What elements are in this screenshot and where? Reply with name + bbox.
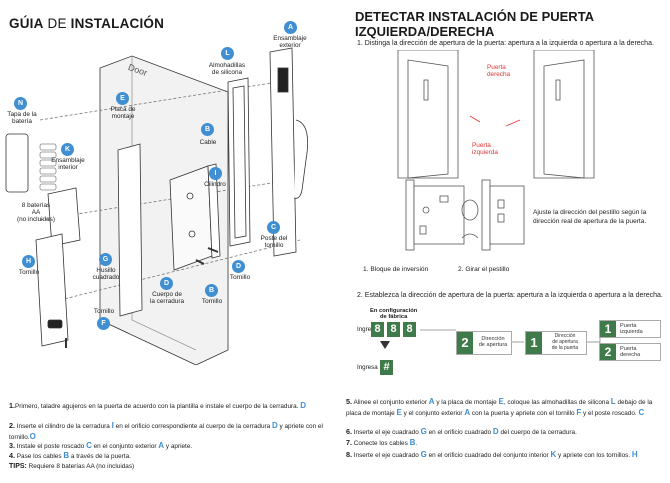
step-1: 1.Primero, taladre agujeros en la puerta… [9, 401, 307, 410]
option-right-door: 2 Puerta derecha [599, 343, 661, 361]
exterior-handle [293, 119, 309, 199]
callout-f-label: Tornillo [93, 308, 115, 315]
callout-d: D [160, 277, 173, 290]
callout-f: F [97, 317, 110, 330]
adjust-note: Ajuste la dirección del pestillo según l… [533, 209, 647, 225]
callout-d2: D [232, 260, 245, 273]
hash-key: # [380, 360, 393, 375]
callout-k: K [61, 143, 74, 156]
exterior-assembly [269, 47, 297, 257]
callout-b: B [201, 123, 214, 136]
callout-h-label: Tornillo [18, 269, 40, 276]
option-right-num: 2 [600, 344, 616, 360]
arrow-down-icon [380, 341, 390, 349]
callout-n-label: Tapa de la batería [7, 111, 37, 125]
batteries [39, 143, 57, 191]
door-right-view [533, 50, 595, 179]
exploded-diagram [5, 47, 309, 365]
callout-b2: B [205, 284, 218, 297]
door-direction-diagrams [397, 50, 595, 251]
batteries-label: 8 baterías AA (no incluidas) [16, 202, 55, 223]
factory-label: En configuración de fábrica [370, 308, 418, 321]
battery-cover [5, 133, 29, 193]
step-3: 3. Instale el poste roscado C en el conj… [9, 441, 193, 450]
step-7: 7. Conecte los cables B. [346, 438, 418, 447]
callout-c: C [267, 221, 280, 234]
callout-b-label: Cable [199, 139, 217, 146]
exterior-keypad [277, 67, 289, 93]
step-6: 6. Inserte el eje cuadrado G en el orifi… [346, 427, 577, 436]
right-door-label: Puerta derecha [487, 64, 511, 78]
option-door-direction-text: Dirección de apertura de la puerta [551, 333, 579, 352]
digit-3: 8 [403, 322, 416, 337]
callout-l-label: Almohadillas de silicona [208, 62, 246, 76]
option-right-text: Puerta derecha [620, 346, 641, 359]
callout-i: I [209, 167, 222, 180]
door-left-view [397, 50, 459, 179]
option-left-door: 1 Puerta izquierda [599, 320, 661, 338]
option-direction-num: 2 [457, 332, 473, 354]
left-door-label: Puerta izquierda [472, 142, 498, 156]
callout-h: H [22, 255, 35, 268]
callout-a: A [284, 21, 297, 34]
option-direction: 2 Dirección de apertura [456, 331, 512, 355]
ingresa-label-1: Ingresa [357, 326, 378, 333]
option-left-num: 1 [600, 321, 616, 337]
digit-2: 8 [387, 322, 400, 337]
page-title-right: DETECTAR INSTALACIÓN DE PUERTA IZQUIERDA… [355, 9, 595, 39]
detect-step2: 2. Establezca la dirección de apertura d… [357, 292, 663, 299]
callout-e: E [116, 92, 129, 105]
callout-d-label: Cuerpo de la cerradura [149, 291, 185, 305]
callout-e-label: Placa de montaje [110, 106, 136, 120]
step-5: 5. Alinee el conjunto exterior A y la pl… [346, 397, 653, 417]
option-door-direction: 1 Dirección de apertura de la puerta [525, 331, 587, 355]
ingresa-label-2: Ingresa [357, 364, 378, 371]
digit-1: 8 [371, 322, 384, 337]
callout-g-label: Husillo cuadrado [92, 267, 120, 281]
callout-i-label: Cilindro [204, 181, 226, 188]
callout-a-label: Ensamblaje exterior [273, 35, 307, 49]
callout-k-label: Ensamblaje interior [51, 157, 85, 171]
callout-d2-label: Tornillo [229, 274, 251, 281]
caption-rotate-latch: 2. Girar el pestillo [458, 266, 510, 273]
interior-assembly [47, 187, 81, 247]
callout-b2-label: Tornillo [201, 298, 223, 305]
callout-g: G [99, 253, 112, 266]
tips: TIPS: Requiere 8 baterías AA (no incluid… [9, 463, 135, 470]
callout-l: L [221, 47, 234, 60]
callout-c-label: Poste del tornillo [260, 235, 288, 249]
mounting-plate [117, 143, 143, 317]
detect-step1: 1. Distinga la dirección de apertura de … [357, 40, 654, 47]
caption-reverse-block: 1. Bloque de inversión [363, 266, 429, 273]
option-left-text: Puerta izquierda [620, 323, 643, 336]
step-2: 2. Inserte el cilindro de la cerradura I… [9, 421, 323, 441]
option-direction-text: Dirección de apertura [478, 336, 508, 349]
step-4: 4. Pase los cables B a través de la puer… [9, 451, 131, 460]
option-door-direction-num: 1 [526, 332, 542, 354]
page-title-left: GÚIA DE INSTALACIÓN [9, 16, 165, 31]
step-8: 8. Inserte el eje cuadrado G en el orifi… [346, 450, 638, 459]
callout-n: N [14, 97, 27, 110]
mortise-lock [413, 185, 465, 245]
